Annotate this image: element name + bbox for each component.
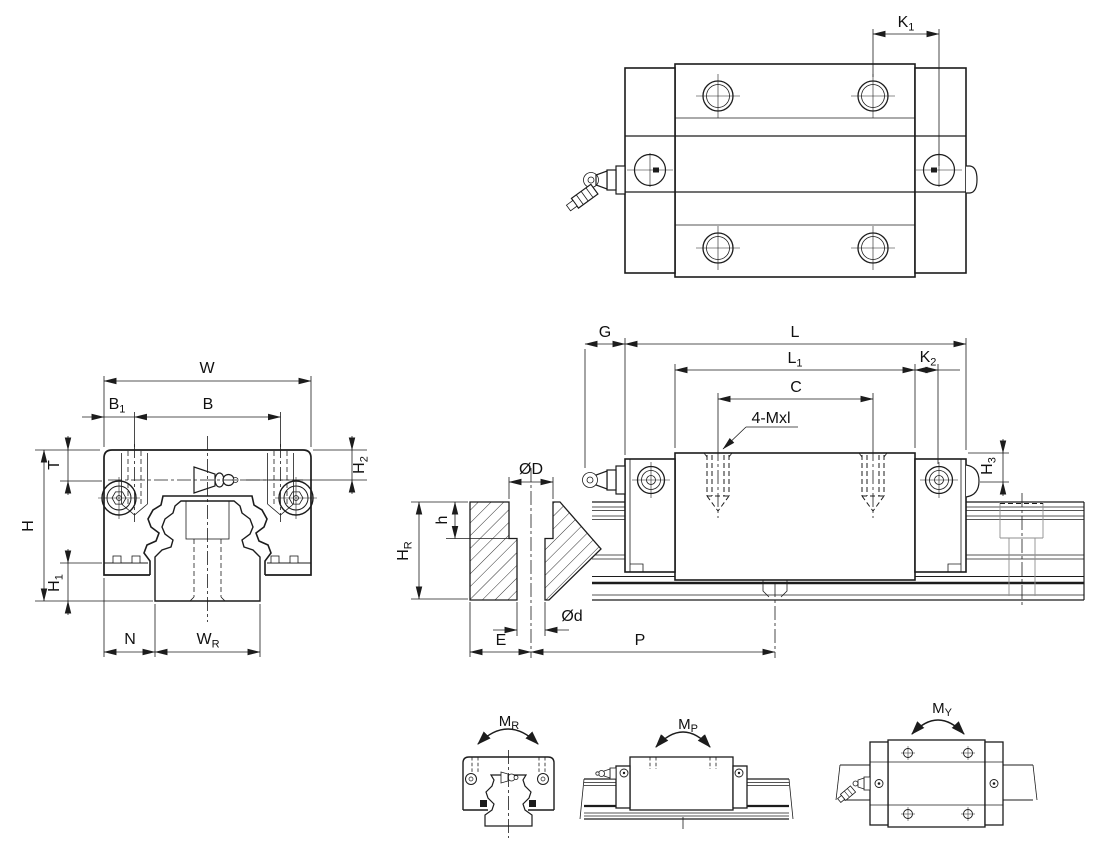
dimension-h3: H3 [968,439,1009,496]
dimension-h2: H2 [243,436,371,494]
front-view: W B1 B T H H1 [20,360,371,657]
dimension-k1: K1 [872,14,940,166]
dimension-w: W [103,360,312,447]
grease-fitting-mini [595,767,617,780]
side-seal-tab-top [966,165,978,194]
tapped-hole-pocket-right [267,444,294,522]
dim-label-t: T [46,460,63,470]
dimension-c: C [717,379,874,447]
carriage-body-top [674,63,916,278]
dimension-g: G [584,324,626,468]
mounting-holes-top [696,74,895,270]
dimension-p: P [530,632,776,656]
dimension-k2: K2 [914,349,960,464]
rail-cross-section [469,501,602,601]
carriage-body-side [674,452,916,581]
dimension-h: H [20,449,153,602]
dim-label-l: L [791,324,800,341]
dimension-l1: L1 [674,350,916,448]
dim-label-g: G [599,324,611,341]
rail-hole-under-block [762,560,788,658]
dimension-h1: H1 [46,549,102,615]
tapped-hole-side-right [858,447,888,518]
dimension-l: L [624,324,967,450]
dim-label-h-depth: h [434,516,451,525]
dim-label-wr: WR [196,631,219,651]
roll-arrow [477,728,539,745]
dimension-e: E [469,602,532,657]
yaw-moment-view: MY [835,700,1038,828]
moment-label-mr: MR [499,713,520,732]
side-view-assembly: G L L1 K2 C 4-Mxl [395,324,1085,658]
end-cap-port-side-right [920,462,958,498]
moment-label-mp: MP [678,716,698,735]
dimension-hr: HR [395,501,468,600]
callout-4mxl: 4-Mxl [722,410,798,450]
grease-fitting-side [582,465,626,495]
mini-holes [901,746,975,821]
tapped-hole-side-left [703,447,733,518]
end-cap-port-left [627,153,673,187]
end-cap-right [914,67,967,274]
dim-label-e: E [496,632,507,649]
dim-label-k2: K2 [920,349,937,369]
dimension-dia-d: Ød [493,602,583,636]
dim-label-b1: B1 [109,396,126,416]
pitch-arrow [655,731,711,748]
dim-label-n: N [124,631,136,648]
dim-label-k1: K1 [898,14,915,34]
yaw-arrow [911,719,965,735]
dim-label-p: P [635,632,646,649]
end-cap-screw-right [275,477,317,519]
grease-fitting-top [565,165,626,212]
end-cap-port-side-left [632,462,670,498]
moment-label-my: MY [932,700,953,719]
dim-label-h3: H3 [979,457,999,475]
dim-label-l1: L1 [787,350,802,370]
dimension-b1-b: B1 B [82,396,282,447]
dim-label-w: W [199,360,215,377]
dim-label-c: C [790,379,802,396]
dim-label-4mxl: 4-Mxl [751,410,790,427]
rail-profile [154,500,261,602]
pitch-moment-view: MP [579,716,794,829]
dimension-t: T [46,436,102,495]
dim-label-b: B [203,396,214,413]
dim-label-diad: Ød [561,608,582,625]
rail-hole-ghost [999,493,1044,606]
top-view-carriage: K1 [565,14,978,278]
dimension-n-wr: N WR [103,578,261,657]
dim-label-h2: H2 [351,456,371,474]
dim-label-hr: HR [395,541,415,561]
end-cap-screw-left [98,477,140,519]
side-seal-tab-side [965,464,980,498]
roll-moment-view: MR [462,713,555,838]
grease-fitting-mini-top [837,776,871,804]
dim-label-h: H [20,520,37,532]
dim-label-h1: H1 [46,574,66,592]
